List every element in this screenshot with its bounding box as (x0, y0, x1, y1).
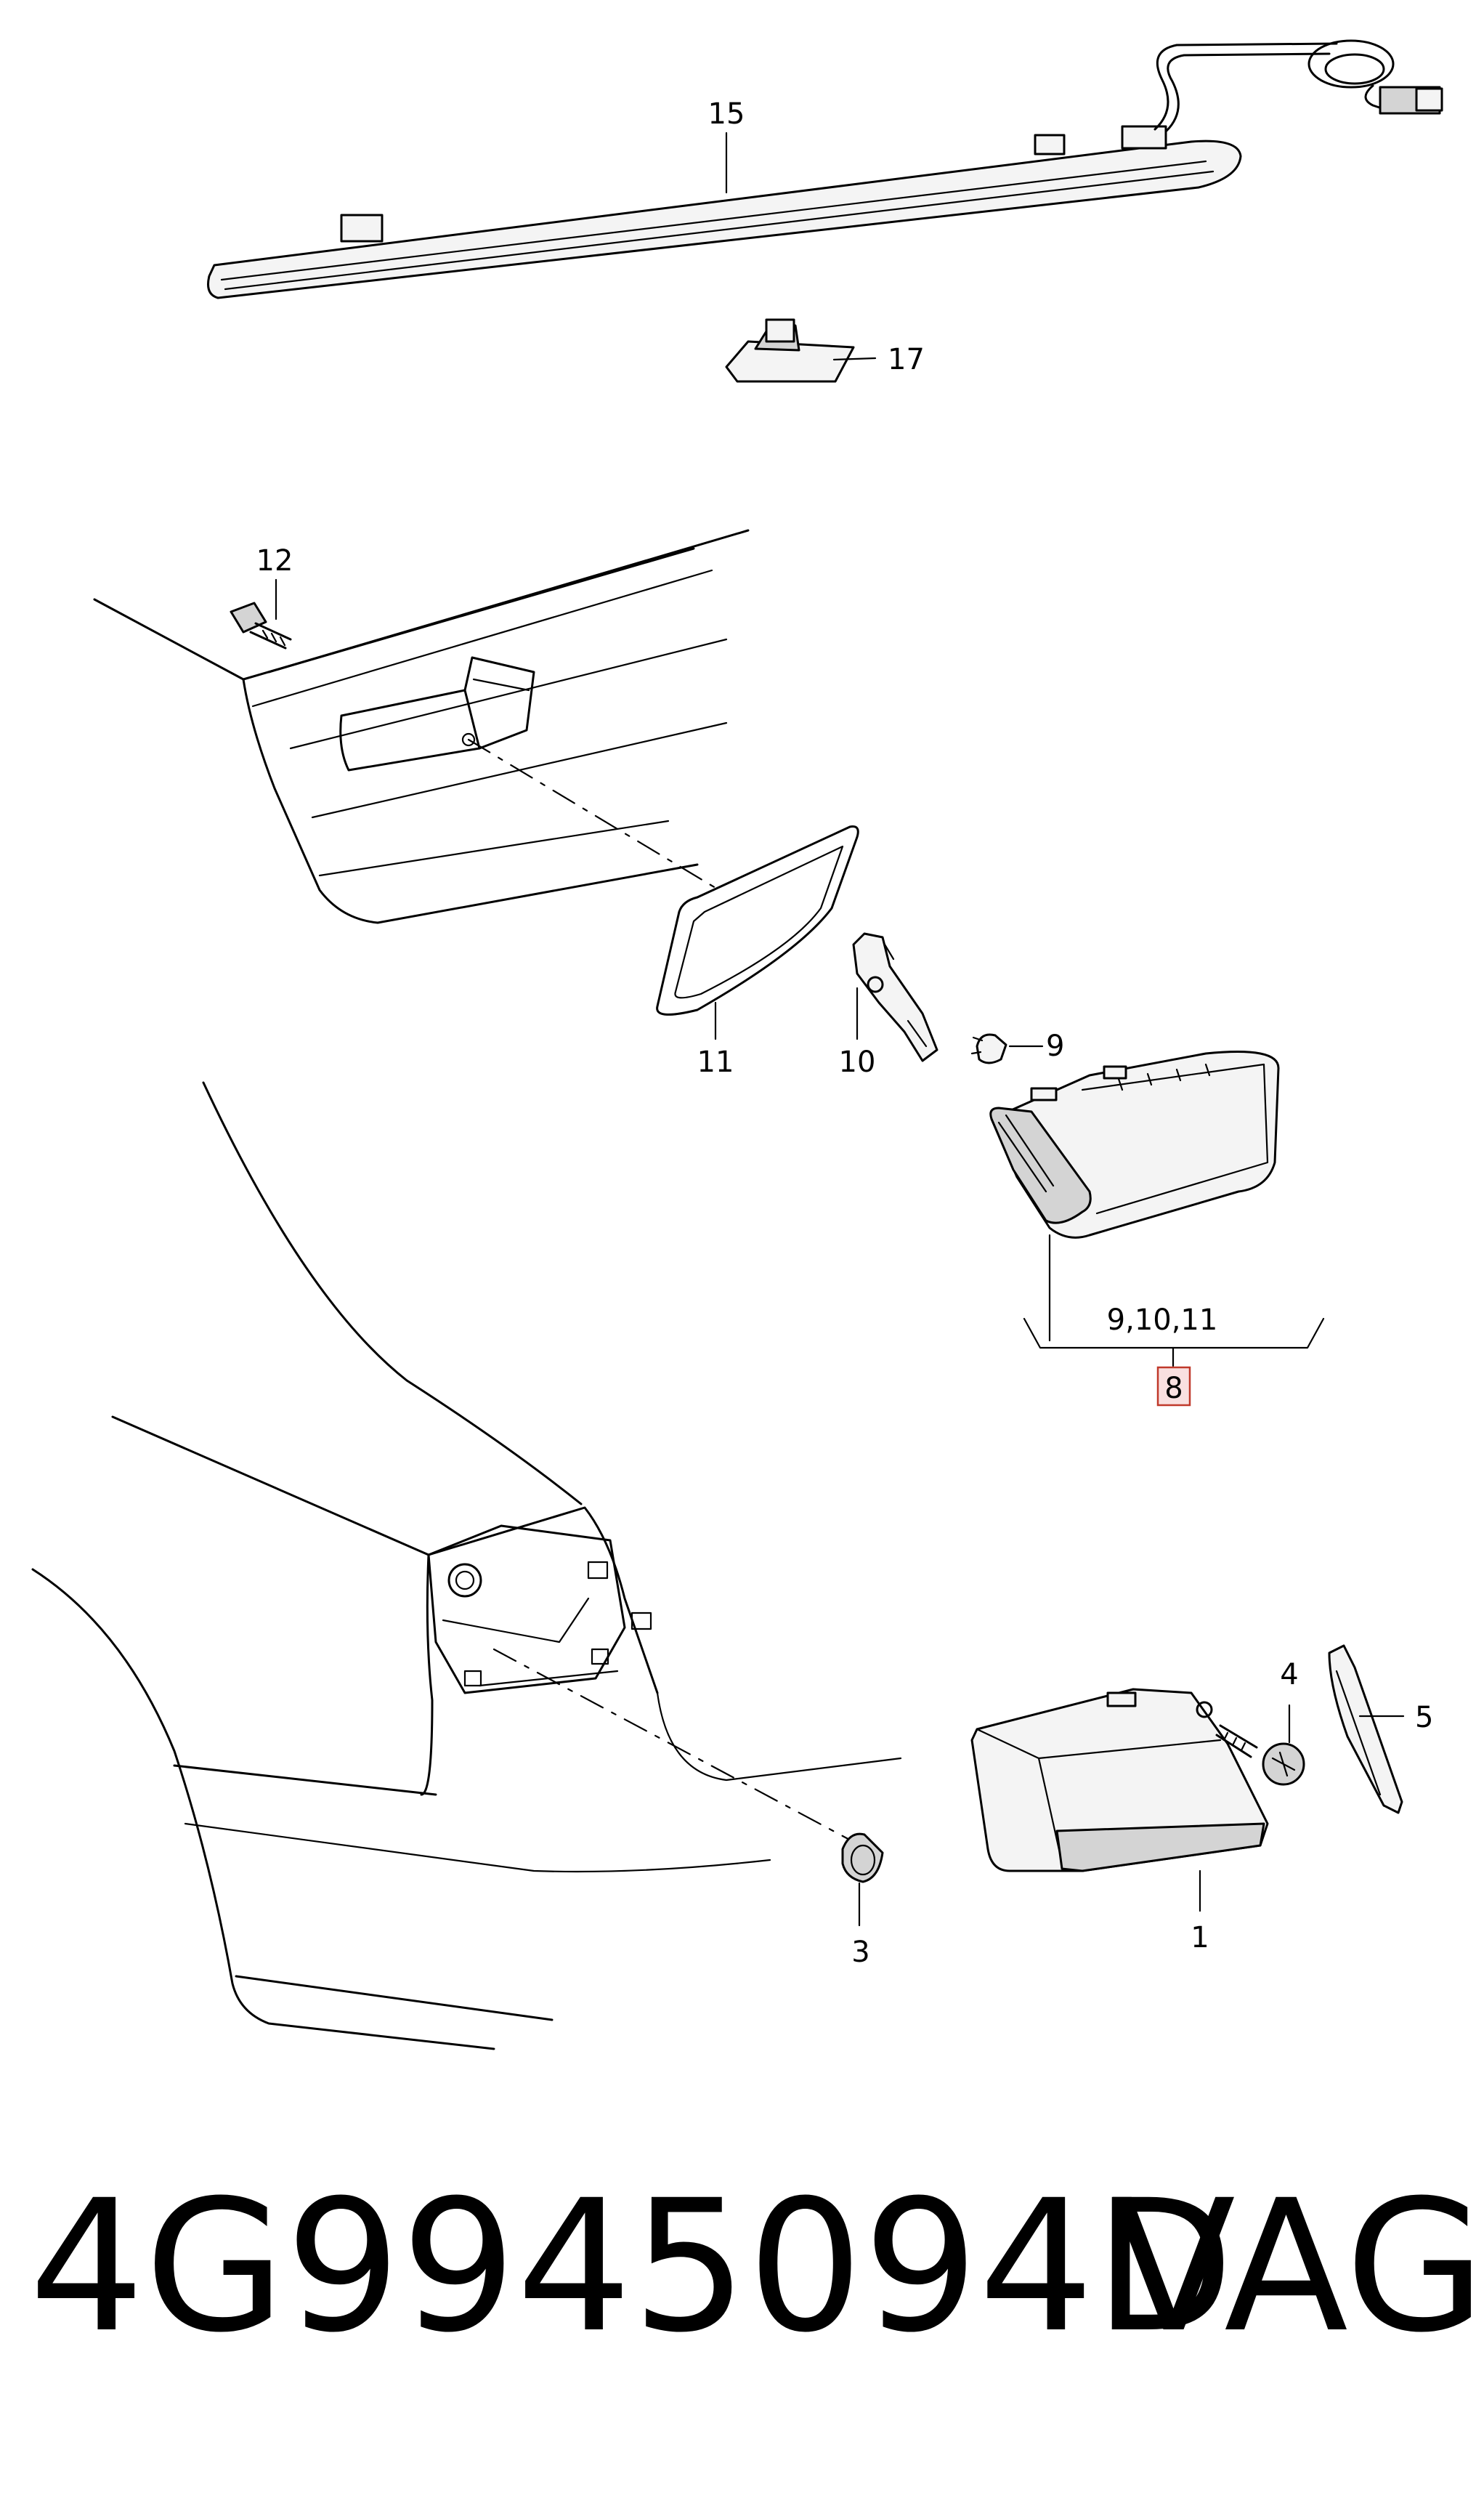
outer-tail-light-part (970, 1688, 1269, 1872)
callout-3: 3 (851, 1936, 869, 1969)
callout-10: 10 (839, 1046, 876, 1079)
inner-tail-light-assembly (989, 1051, 1280, 1239)
callout-17: 17 (888, 343, 925, 376)
bulb-part (970, 1033, 1007, 1064)
highlighted-callout-8[interactable]: 8 (1156, 1366, 1191, 1407)
assembly-bracket (1023, 1317, 1325, 1367)
screw-part (1215, 1724, 1305, 1786)
callout-12: 12 (256, 544, 293, 578)
callout-1: 1 (1191, 1921, 1209, 1954)
callout-15: 15 (708, 97, 745, 131)
brand-name: VAG (1111, 2161, 1484, 2372)
trunk-lid-body (93, 529, 750, 924)
callout-8: 8 (1164, 1372, 1183, 1405)
rear-quarter-body (31, 1081, 902, 2050)
gasket-part (656, 825, 859, 1016)
bulb-socket-part (725, 318, 855, 383)
brake-light-bar-part (207, 39, 1443, 299)
bolt-part (230, 602, 292, 650)
callout-11: 11 (697, 1046, 734, 1079)
callout-5: 5 (1415, 1701, 1433, 1734)
callout-9: 9 (1046, 1030, 1064, 1063)
cover-strip-part (1328, 1644, 1403, 1814)
clip-nut-part (841, 1832, 884, 1883)
bracket-part (852, 932, 938, 1062)
callout-4: 4 (1280, 1658, 1298, 1691)
part-number: 4G9945094D (29, 2161, 1234, 2372)
callout-group-9-10-11: 9,10,11 (1107, 1303, 1218, 1337)
